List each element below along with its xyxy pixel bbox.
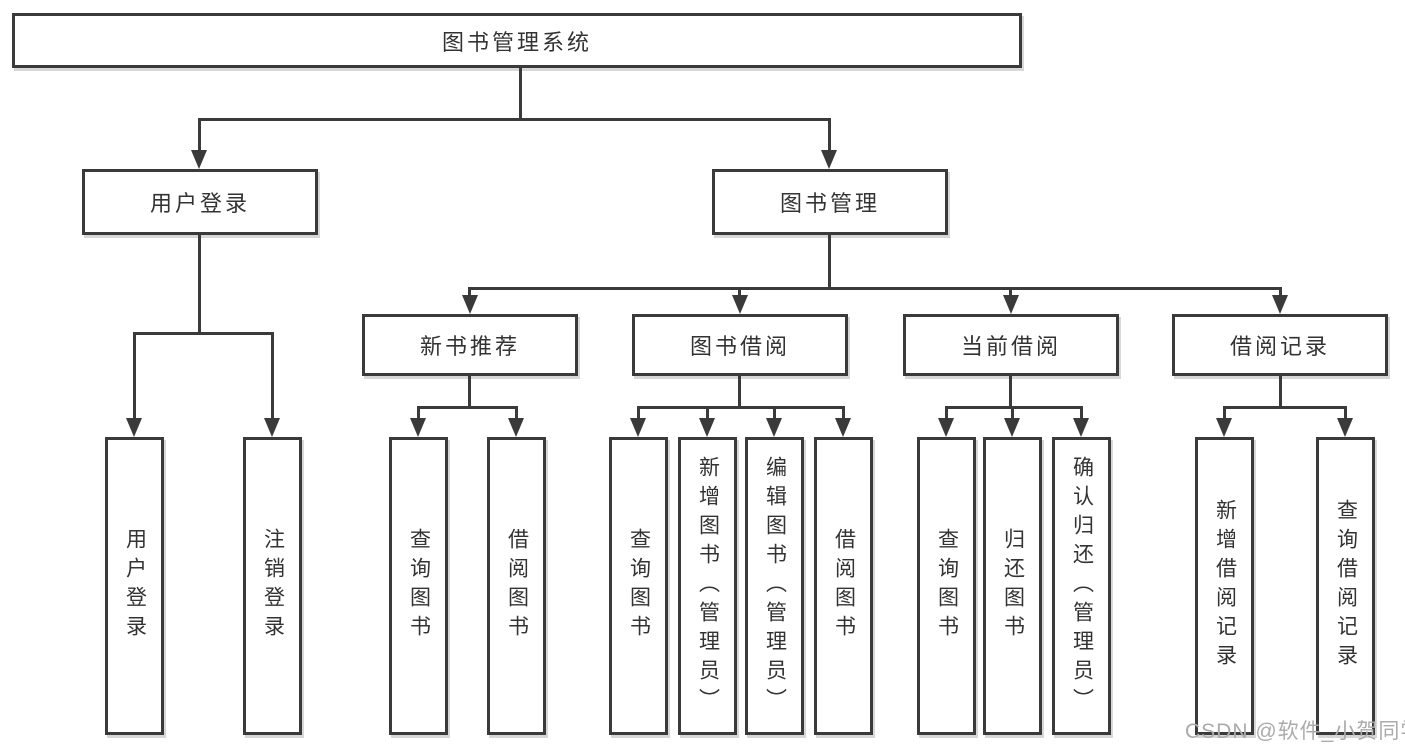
connector-line xyxy=(945,406,948,419)
node-query-books-borrow: 查询图书 xyxy=(609,437,668,735)
node-label: 当前借阅 xyxy=(960,334,1061,359)
connector-line xyxy=(842,406,845,419)
node-user-login: 用户登录 xyxy=(82,169,318,235)
node-add-borrow-record: 新增借阅记录 xyxy=(1195,437,1254,735)
node-label: 借阅图书 xyxy=(505,528,529,644)
arrow-down-icon xyxy=(1216,418,1232,437)
node-book-borrowing: 图书借阅 xyxy=(632,314,848,376)
connector-line xyxy=(738,287,741,297)
arrow-down-icon xyxy=(821,150,837,169)
connector-line xyxy=(1279,376,1282,409)
node-return-books: 归还图书 xyxy=(983,437,1042,735)
connector-line xyxy=(468,376,471,409)
arrow-down-icon xyxy=(1337,418,1353,437)
arrow-down-icon xyxy=(1272,295,1288,314)
connector-line xyxy=(1344,406,1347,419)
arrow-down-icon xyxy=(766,418,782,437)
node-label: 用户登录 xyxy=(123,528,147,644)
node-add-book-admin: 新增图书（管理员） xyxy=(678,437,737,735)
arrow-down-icon xyxy=(938,418,954,437)
connector-line xyxy=(198,118,831,121)
connector-line xyxy=(515,406,518,419)
arrow-down-icon xyxy=(264,418,280,437)
connector-line xyxy=(198,235,201,335)
connector-line xyxy=(1223,406,1347,409)
node-borrow-books-recommend: 借阅图书 xyxy=(487,437,546,735)
node-new-book-recommendation: 新书推荐 xyxy=(362,314,578,376)
arrow-down-icon xyxy=(126,418,142,437)
connector-line xyxy=(706,406,709,419)
watermark: CSDN @软件_小贺同学 xyxy=(1185,720,1405,743)
node-label: 查询图书 xyxy=(935,528,959,644)
arrow-down-icon xyxy=(1073,418,1089,437)
node-confirm-return-admin: 确认归还（管理员） xyxy=(1052,437,1111,735)
connector-line xyxy=(133,332,136,419)
arrow-down-icon xyxy=(1003,295,1019,314)
node-book-management: 图书管理 xyxy=(712,169,948,235)
connector-line xyxy=(828,118,831,152)
connector-line xyxy=(417,406,420,419)
arrow-down-icon xyxy=(1004,418,1020,437)
node-user-login-leaf: 用户登录 xyxy=(105,437,164,735)
node-label: 编辑图书（管理员） xyxy=(763,455,787,717)
connector-line xyxy=(1279,287,1282,297)
node-label: 新增借阅记录 xyxy=(1213,499,1237,673)
connector-line xyxy=(828,235,831,290)
connector-line xyxy=(271,332,274,419)
node-label: 图书管理 xyxy=(779,191,880,216)
node-logout: 注销登录 xyxy=(243,437,302,735)
node-label: 查询图书 xyxy=(407,528,431,644)
arrow-down-icon xyxy=(191,150,207,169)
connector-line xyxy=(1009,287,1012,297)
connector-line xyxy=(417,406,518,409)
node-query-books-recommend: 查询图书 xyxy=(389,437,448,735)
arrow-down-icon xyxy=(462,295,478,314)
connector-line xyxy=(637,406,845,409)
node-label: 确认归还（管理员） xyxy=(1070,455,1094,717)
node-query-books-current: 查询图书 xyxy=(917,437,976,735)
arrow-down-icon xyxy=(508,418,524,437)
connector-line xyxy=(133,332,274,335)
connector-line xyxy=(773,406,776,419)
connector-line xyxy=(1080,406,1083,419)
node-label: 借阅记录 xyxy=(1229,334,1330,359)
node-label: 图书借阅 xyxy=(689,334,790,359)
node-label: 借阅图书 xyxy=(832,528,856,644)
node-label: 新增图书（管理员） xyxy=(696,455,720,717)
connector-line xyxy=(945,406,1083,409)
connector-line xyxy=(468,287,471,297)
connector-line xyxy=(1223,406,1226,419)
arrow-down-icon xyxy=(630,418,646,437)
node-label: 查询借阅记录 xyxy=(1334,499,1358,673)
arrow-down-icon xyxy=(835,418,851,437)
connector-line xyxy=(637,406,640,419)
node-label: 用户登录 xyxy=(149,191,250,216)
node-current-borrowing: 当前借阅 xyxy=(903,314,1119,376)
node-edit-book-admin: 编辑图书（管理员） xyxy=(745,437,804,735)
node-borrowing-records: 借阅记录 xyxy=(1172,314,1388,376)
node-query-borrow-record: 查询借阅记录 xyxy=(1316,437,1375,735)
connector-line xyxy=(198,118,201,152)
node-label: 查询图书 xyxy=(627,528,651,644)
connector-line xyxy=(1011,406,1014,419)
node-label: 注销登录 xyxy=(261,528,285,644)
node-library-management-system: 图书管理系统 xyxy=(12,13,1022,68)
connector-line xyxy=(738,376,741,409)
node-borrow-books-leaf: 借阅图书 xyxy=(814,437,873,735)
arrow-down-icon xyxy=(699,418,715,437)
node-label: 新书推荐 xyxy=(419,334,520,359)
arrow-down-icon xyxy=(410,418,426,437)
node-label: 图书管理系统 xyxy=(441,29,592,55)
connector-line xyxy=(468,287,1282,290)
connector-line xyxy=(519,68,522,120)
arrow-down-icon xyxy=(732,295,748,314)
connector-line xyxy=(1009,376,1012,409)
node-label: 归还图书 xyxy=(1001,528,1025,644)
